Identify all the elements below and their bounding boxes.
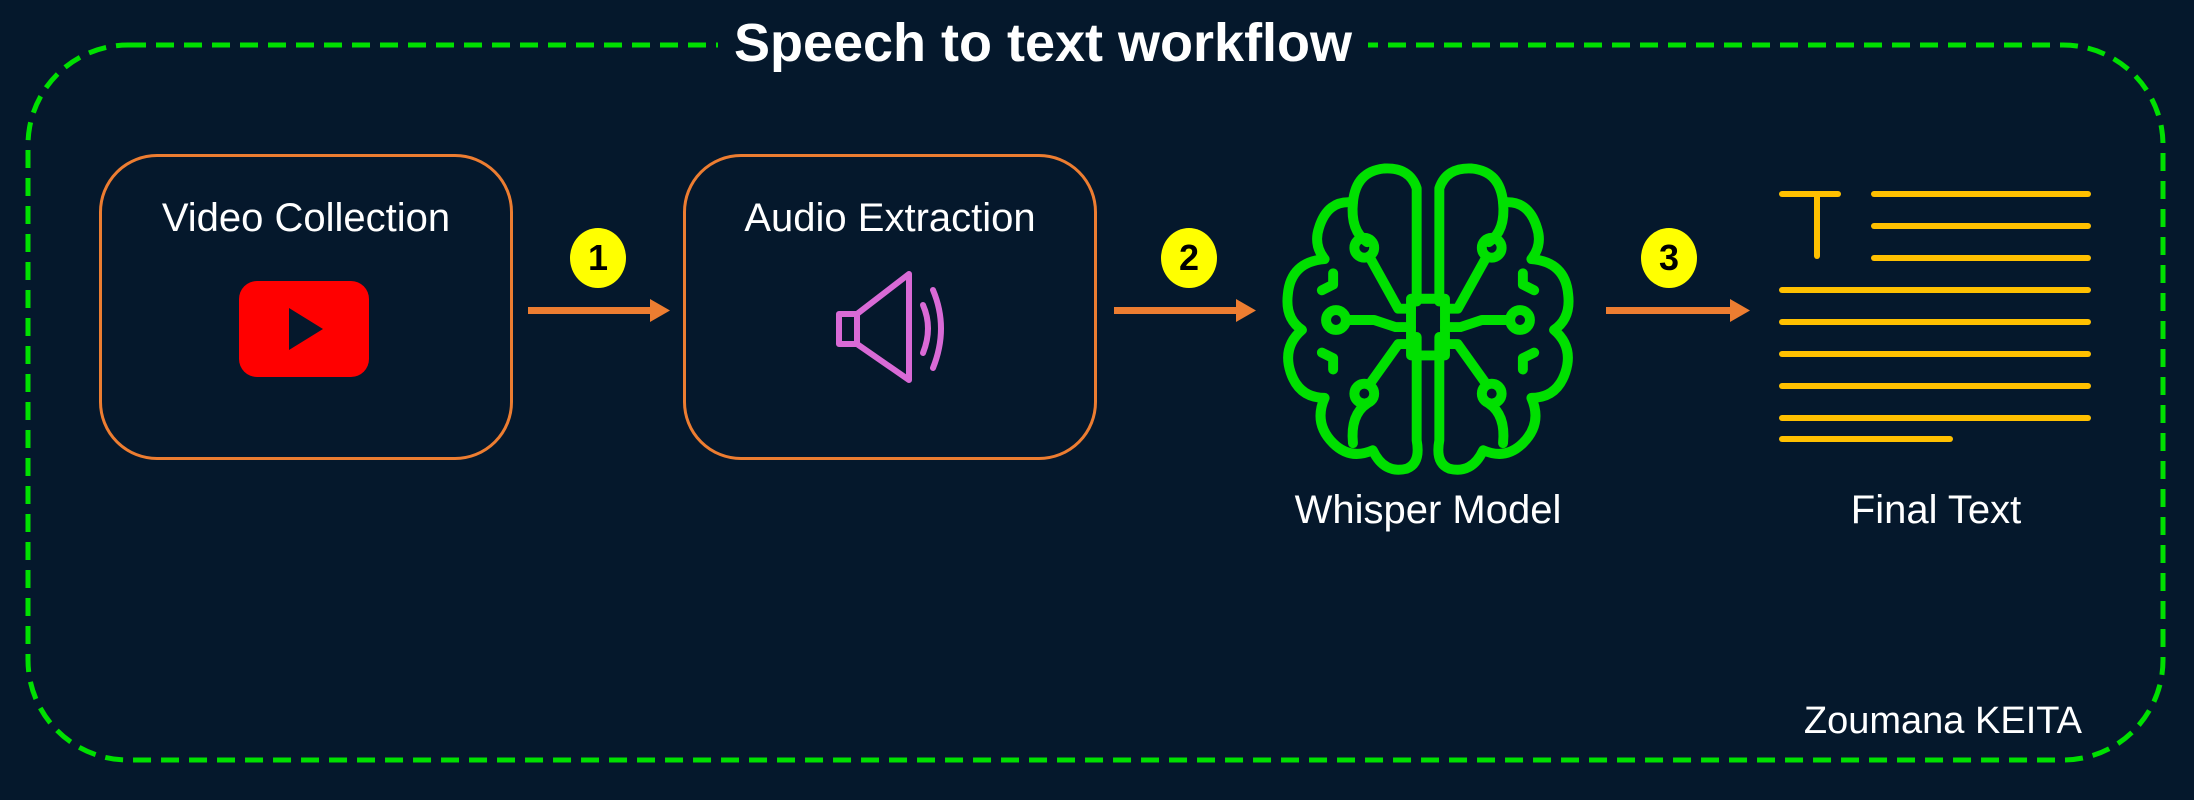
step-badge-2: 2 — [1161, 228, 1217, 288]
audio-extraction-box — [683, 154, 1097, 460]
arrow-right-icon — [528, 299, 670, 322]
step-badge-3: 3 — [1641, 228, 1697, 288]
video-collection-label: Video Collection — [161, 196, 451, 240]
diagram-title-text: Speech to text workflow — [717, 13, 1369, 73]
arrow-right-icon — [1114, 299, 1256, 322]
final-text-label: Final Text — [1850, 488, 2022, 532]
youtube-icon — [239, 281, 369, 377]
author-credit: Zoumana KEITA — [1803, 700, 2082, 742]
video-collection-box — [99, 154, 513, 460]
arrow-right-icon — [1606, 299, 1750, 322]
diagram-title: Speech to text workflow — [0, 12, 2086, 74]
step-badge-1: 1 — [570, 228, 626, 288]
whisper-model-label: Whisper Model — [1294, 488, 1562, 532]
text-document-icon — [1779, 191, 2091, 442]
audio-extraction-label: Audio Extraction — [744, 196, 1036, 240]
brain-circuit-icon — [1282, 163, 1574, 475]
speaker-icon — [836, 271, 944, 383]
